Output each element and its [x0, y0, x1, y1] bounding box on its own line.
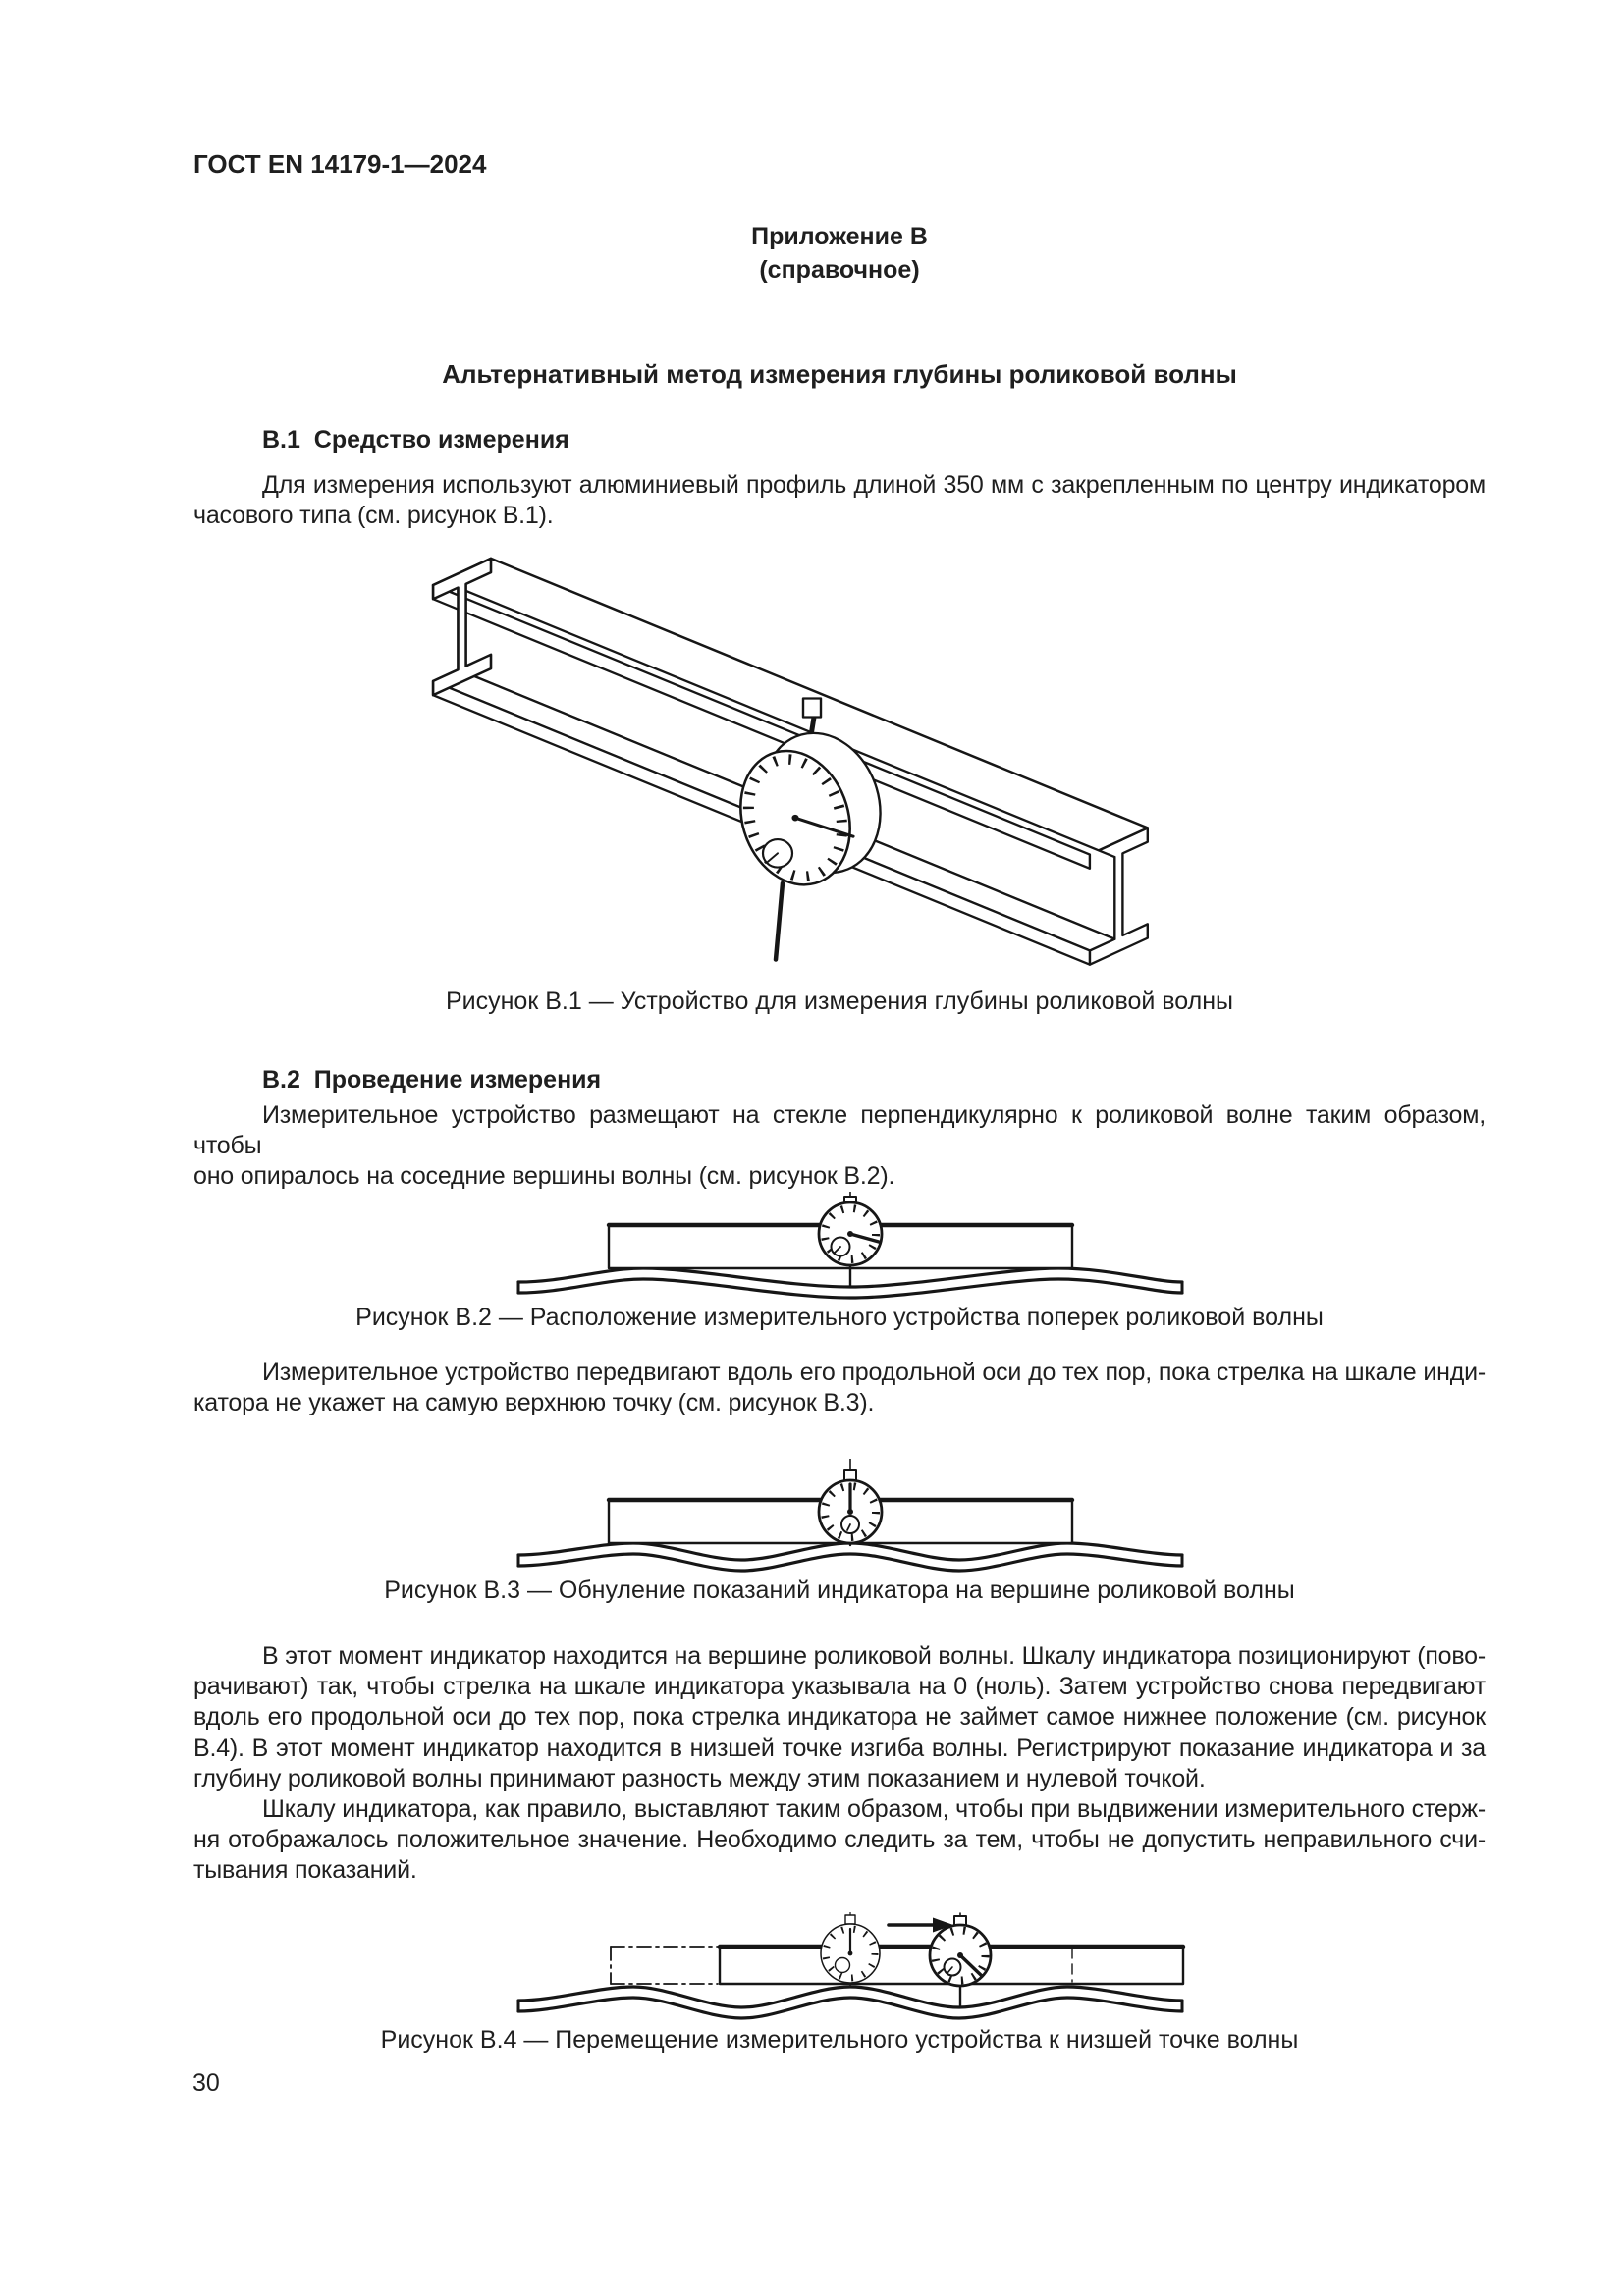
dial-needle [793, 816, 855, 838]
figure-b3-drawing [324, 1459, 1198, 1575]
dial-stem-cap [843, 1469, 857, 1481]
paragraph-line: рачивают) так, чтобы стрелка на шкале ин… [193, 1673, 1486, 1701]
paragraph-b2-1: Измерительное устройство размещают на ст… [193, 1100, 1486, 1193]
dial-stem-cap [844, 1914, 856, 1925]
beam-near-end-face [431, 557, 493, 697]
paragraph-b1-1: Для измерения используют алюминиевый про… [193, 470, 1486, 531]
dial-subdial-needle [846, 1523, 851, 1531]
figure-b1-drawing [412, 538, 1188, 972]
paragraph-line: тывания показаний. [193, 1856, 417, 1885]
i-beam-with-dial-indicator [431, 557, 1150, 966]
paragraph-line: часового типа (см. рисунок В.1). [193, 502, 554, 530]
glass-wave [516, 1985, 1184, 2020]
dial-needle-pivot [847, 1231, 853, 1237]
dial-needle-pivot [847, 1509, 853, 1515]
dial-subdial-needle [834, 1246, 841, 1254]
paragraph-line: ня отображалось положительное значение. … [193, 1826, 1486, 1854]
dial-indicator-icon [817, 1192, 884, 1289]
dial-needle-pivot [957, 1952, 963, 1958]
ghost-bar-previous-position [610, 1946, 719, 1985]
dial-subdial [834, 1956, 851, 1974]
paragraph-line: Шкалу индикатора, как правило, выставляю… [262, 1795, 1486, 1823]
page-number: 30 [192, 2069, 220, 2097]
document-code: ГОСТ EN 14179-1—2024 [193, 149, 487, 179]
annex-kind: (справочное) [759, 256, 920, 284]
move-right-arrow-icon [887, 1917, 953, 1933]
device-zeroed-on-crest [516, 1459, 1184, 1573]
dial-subdial-needle [767, 852, 779, 863]
paragraph-b2-3: В этот момент индикатор находится на вер… [193, 1641, 1486, 1794]
dial-needle [848, 1232, 881, 1244]
dial-stem-cap [801, 697, 823, 719]
annex-label: Приложение В [751, 223, 928, 250]
dial-indicator-icon [817, 1459, 884, 1547]
annex-title: Альтернативный метод измерения глубины р… [442, 359, 1237, 389]
dial-needle-pivot [791, 814, 799, 822]
paragraph-line: вдоль его продольной оси до тех пор, пок… [193, 1703, 1486, 1732]
figure-b2-drawing [324, 1192, 1198, 1300]
figure-b4-drawing [324, 1912, 1198, 2020]
glass-wave [516, 1541, 1184, 1573]
paragraph-line: В.4). В этот момент индикатор находится … [193, 1734, 1486, 1762]
paragraph-line: глубину роликовой волны принимают разнос… [193, 1764, 1206, 1792]
paragraph-line: Для измерения используют алюминиевый про… [262, 471, 1486, 499]
dial-needle-pivot [847, 1950, 853, 1956]
device-moved-to-trough [516, 1912, 1186, 2020]
figure-b1-caption: Рисунок В.1 — Устройство для измерения г… [445, 988, 1234, 1015]
ghost-dial-indicator-icon [820, 1912, 881, 1988]
dial-indicator-icon [928, 1912, 993, 2009]
section-heading-b2: В.2 Проведение измерения [262, 1066, 602, 1094]
dial-needle [958, 1953, 984, 1978]
paragraph-line: катора не укажет на самую верхнюю точку … [193, 1389, 875, 1417]
figure-b3-caption: Рисунок В.3 — Обнуление показаний индика… [384, 1576, 1295, 1604]
figure-b2-caption: Рисунок В.2 — Расположение измерительног… [355, 1304, 1324, 1331]
paragraph-line: Измерительное устройство передвигают вдо… [262, 1359, 1486, 1386]
dial-subdial-needle [947, 1966, 953, 1974]
paragraph-b2-4: Шкалу индикатора, как правило, выставляю… [193, 1794, 1486, 1887]
paragraph-line: Измерительное устройство размещают на ст… [193, 1101, 1486, 1160]
paragraph-line: оно опиралось на соседние вершины волны … [193, 1162, 895, 1191]
section-heading-b1: В.1 Средство измерения [262, 426, 569, 454]
figure-b4-caption: Рисунок В.4 — Перемещение измерительного… [380, 2026, 1299, 2054]
measuring-device-across-wave [516, 1192, 1184, 1300]
dial-plunger-stem [773, 881, 785, 962]
paragraph-b2-2: Измерительное устройство передвигают вдо… [193, 1358, 1486, 1418]
dial-indicator-icon [739, 697, 882, 962]
paragraph-line: В этот момент индикатор находится на вер… [262, 1642, 1486, 1670]
